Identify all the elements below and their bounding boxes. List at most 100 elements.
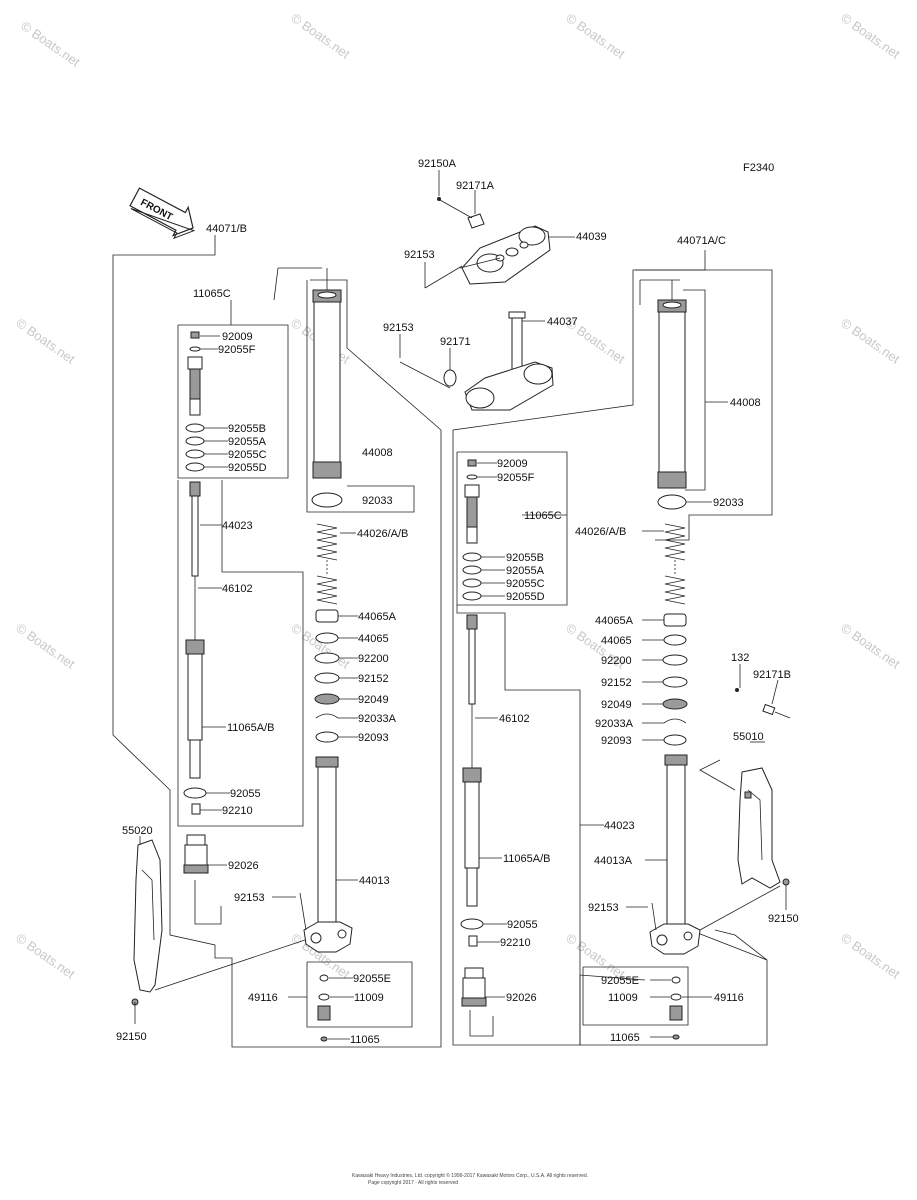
- label-92026: 92026: [506, 992, 537, 1004]
- label-92009: 92009: [222, 331, 253, 343]
- label-11009: 11009: [354, 992, 384, 1004]
- left-fork-guard: [131, 839, 163, 1006]
- label-92055D: 92055D: [228, 462, 267, 474]
- left-base-valve: [183, 834, 209, 874]
- right-fork-rings: [662, 613, 688, 746]
- right-fork-assembly-outline: [452, 250, 773, 1046]
- label-92152: 92152: [358, 673, 389, 685]
- right-cartridge-valve: [462, 459, 482, 601]
- watermark: © Boats.net: [18, 18, 83, 70]
- label-92049: 92049: [358, 694, 389, 706]
- label-55010: 55010: [733, 731, 764, 743]
- label-11065A-B: 11065A/B: [227, 722, 275, 734]
- label-92055C: 92055C: [228, 449, 267, 461]
- label-11065C: 11065C: [524, 510, 562, 522]
- right-outer-tube: [657, 299, 687, 510]
- label-92033: 92033: [362, 495, 393, 507]
- label-92150: 92150: [768, 913, 799, 925]
- label-92055E: 92055E: [353, 973, 391, 985]
- watermark: © Boats.net: [13, 315, 78, 367]
- label-92153: 92153: [588, 902, 619, 914]
- left-inner-tube: [303, 756, 353, 953]
- label-44013A: 44013A: [594, 855, 633, 867]
- label-92026: 92026: [228, 860, 259, 872]
- label-44037: 44037: [547, 316, 578, 328]
- label-44071-B: 44071/B: [206, 223, 247, 235]
- label-92033A: 92033A: [358, 713, 397, 725]
- label-92033A: 92033A: [595, 718, 634, 730]
- label-92055: 92055: [230, 788, 261, 800]
- label-92055C: 92055C: [506, 578, 545, 590]
- watermark: © Boats.net: [838, 930, 903, 982]
- label-92055F: 92055F: [218, 344, 256, 356]
- label-92055E: 92055E: [601, 975, 639, 987]
- label-92093: 92093: [601, 735, 632, 747]
- label-92171B: 92171B: [753, 669, 791, 681]
- label-92049: 92049: [601, 699, 632, 711]
- left-fork-assembly-outline: [112, 235, 442, 1048]
- label-92093: 92093: [358, 732, 389, 744]
- label-92055A: 92055A: [506, 565, 545, 577]
- left-outer-tube: [311, 289, 343, 508]
- right-bolt-clip: [735, 688, 791, 719]
- label-132: 132: [731, 652, 749, 664]
- right-fork-guard: [737, 767, 790, 889]
- label-44071A-C: 44071A/C: [677, 235, 726, 247]
- label-92055: 92055: [507, 919, 538, 931]
- label-44008: 44008: [362, 447, 393, 459]
- watermark: © Boats.net: [288, 10, 353, 62]
- label-92009: 92009: [497, 458, 528, 470]
- label-92150A: 92150A: [418, 158, 457, 170]
- left-fork-spring: [316, 523, 338, 605]
- footer-copyright-2: Page copyright 2017 · All rights reserve…: [368, 1180, 458, 1186]
- label-92055F: 92055F: [497, 472, 535, 484]
- watermark: © Boats.net: [563, 10, 628, 62]
- label-11065C: 11065C: [193, 288, 231, 300]
- label-55020: 55020: [122, 825, 153, 837]
- upper-triple-clamp: [424, 197, 551, 289]
- label-44065A: 44065A: [358, 611, 397, 623]
- label-92153: 92153: [383, 322, 414, 334]
- watermark: © Boats.net: [838, 620, 903, 672]
- label-44023: 44023: [604, 820, 635, 832]
- right-damper-rod: [460, 614, 484, 947]
- watermark: © Boats.net: [838, 10, 903, 62]
- footer-copyright: Kawasaki Heavy Industries, Ltd. copyrigh…: [352, 1172, 588, 1179]
- watermark: © Boats.net: [13, 930, 78, 982]
- left-fork-rings: [314, 609, 340, 743]
- label-44065: 44065: [358, 633, 389, 645]
- label-11065: 11065: [610, 1032, 640, 1044]
- label-44065A: 44065A: [595, 615, 634, 627]
- label-92200: 92200: [601, 655, 632, 667]
- label-92171: 92171: [440, 336, 471, 348]
- label-44008: 44008: [730, 397, 761, 409]
- label-11009: 11009: [608, 992, 638, 1004]
- watermark: © Boats.net: [838, 315, 903, 367]
- label-92153: 92153: [234, 892, 265, 904]
- label-44039: 44039: [576, 231, 607, 243]
- label-44026-A-B: 44026/A/B: [357, 528, 408, 540]
- label-92055D: 92055D: [506, 591, 545, 603]
- left-damper-rod: [183, 481, 207, 815]
- watermark: © Boats.net: [13, 620, 78, 672]
- label-11065A-B: 11065A/B: [503, 853, 551, 865]
- label-92055A: 92055A: [228, 436, 267, 448]
- label-92055B: 92055B: [228, 423, 266, 435]
- label-44023: 44023: [222, 520, 253, 532]
- label-44026-A-B: 44026/A/B: [575, 526, 626, 538]
- label-46102: 46102: [222, 583, 253, 595]
- label-44065: 44065: [601, 635, 632, 647]
- diagram-code: F2340: [743, 162, 774, 174]
- right-inner-tube: [649, 754, 701, 955]
- label-92171A: 92171A: [456, 180, 495, 192]
- label-92200: 92200: [358, 653, 389, 665]
- label-92210: 92210: [500, 937, 531, 949]
- left-axle-parts: [317, 974, 331, 1042]
- left-cartridge-valve: [185, 331, 205, 472]
- label-92055B: 92055B: [506, 552, 544, 564]
- right-axle-parts: [669, 976, 683, 1040]
- label-92152: 92152: [601, 677, 632, 689]
- label-92150: 92150: [116, 1031, 147, 1043]
- right-base-valve: [461, 967, 487, 1007]
